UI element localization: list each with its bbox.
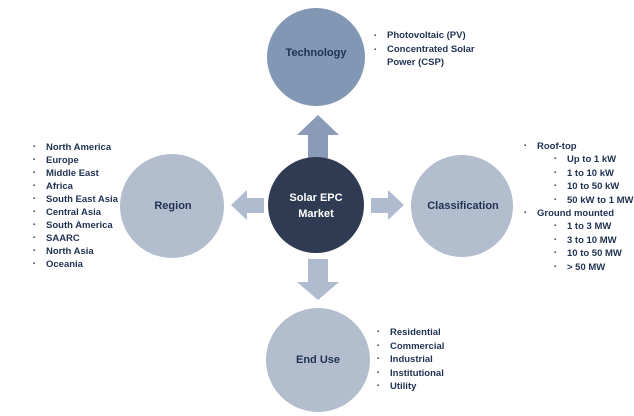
list-item: Africa (33, 180, 118, 193)
list-item: SAARC (33, 232, 118, 245)
list-item: South East Asia (33, 193, 118, 206)
list-item: Oceania (33, 258, 118, 271)
center-node-label: Solar EPC Market (289, 192, 343, 220)
list-item: 50 kW to 1 MW (554, 194, 634, 208)
list-item: North America (33, 141, 118, 154)
arrow-right-icon (371, 190, 404, 220)
region-list: North America Europe Middle East Africa … (33, 141, 118, 271)
technology-node-label: Technology (285, 47, 347, 59)
list-item: Utility (377, 380, 444, 394)
list-item: > 50 MW (554, 261, 634, 275)
list-item: Europe (33, 154, 118, 167)
list-item: Institutional (377, 367, 444, 381)
region-node-label: Region (154, 200, 192, 212)
list-item: North Asia (33, 245, 118, 258)
list-item: 1 to 3 MW (554, 220, 634, 234)
list-item: South America (33, 219, 118, 232)
list-item: Industrial (377, 353, 444, 367)
list-item: Central Asia (33, 206, 118, 219)
list-item: 10 to 50 MW (554, 247, 634, 261)
end-use-list: Residential Commercial Industrial Instit… (377, 326, 444, 394)
list-item: Concentrated Solar Power (CSP) (374, 44, 498, 70)
technology-list: Photovoltaic (PV) Concentrated Solar Pow… (374, 30, 498, 70)
end-use-circle (266, 308, 370, 412)
classification-circle (411, 155, 513, 257)
classification-node-label: Classification (427, 200, 499, 212)
list-item: Photovoltaic (PV) (374, 30, 498, 43)
list-item: Residential (377, 326, 444, 340)
center-circle (268, 157, 364, 253)
list-item: Roof-top (524, 140, 634, 154)
technology-circle (267, 8, 365, 106)
region-circle (120, 154, 224, 258)
classification-list: Roof-top Up to 1 kW 1 to 10 kW 10 to 50 … (524, 140, 634, 274)
list-item: Up to 1 kW (554, 153, 634, 167)
arrow-down-icon (297, 259, 339, 300)
list-item: 3 to 10 MW (554, 234, 634, 248)
list-item: 1 to 10 kW (554, 167, 634, 181)
list-item: 10 to 50 kW (554, 180, 634, 194)
list-item: Ground mounted (524, 207, 634, 221)
arrow-up-icon (297, 115, 339, 158)
arrow-left-icon (231, 190, 264, 220)
end-use-node-label: End Use (295, 354, 341, 366)
list-item: Commercial (377, 340, 444, 354)
list-item: Middle East (33, 167, 118, 180)
